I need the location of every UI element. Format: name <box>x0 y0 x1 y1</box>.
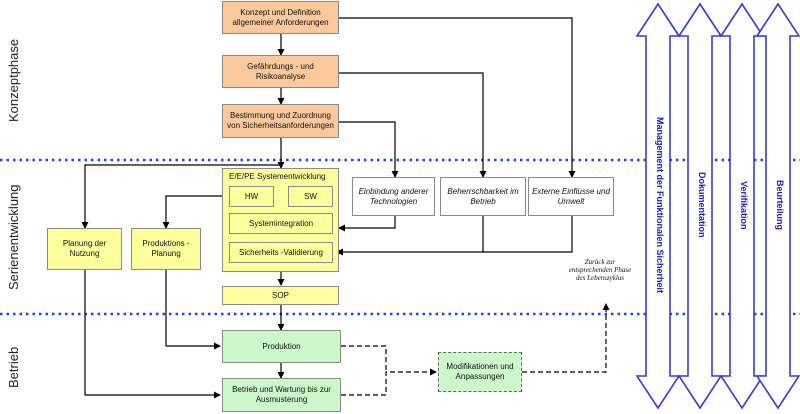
box-sicherheits-validierung: Sicherheits -Validierung <box>229 242 333 263</box>
connector-to-planung-nutzung <box>81 164 281 229</box>
connector-produktion-modifikationen <box>341 345 387 372</box>
connector-produktionsplanung-produktion <box>165 270 221 350</box>
box-modifikationen-anpassungen: Modifikationen und Anpassungen <box>438 352 522 392</box>
box-externe-einfluesse: Externe Einflüsse und Umwelt <box>528 177 614 216</box>
connector-nutzung-betrieb <box>84 270 221 399</box>
side-arrow-label-beurteilung: Beurteilung <box>775 179 785 230</box>
side-arrow-management <box>635 2 681 410</box>
box-bestimmung-sicherheitsanforderungen: Bestimmung und Zuordnung von Sicherheits… <box>222 104 339 138</box>
box-beherrschbarkeit: Beherrschbarkeit im Betrieb <box>440 177 526 216</box>
box-sop: SOP <box>222 286 339 305</box>
connector-hw-produktionsplanung <box>162 195 229 229</box>
box-konzept-definition: Konzept und Definition allgemeiner Anfor… <box>222 1 339 34</box>
phase-label-betrieb: Betrieb <box>6 346 21 389</box>
box-systemintegration: Systemintegration <box>229 213 333 234</box>
connector-bestimmung-einbindung <box>339 121 399 178</box>
connector-modifikationen-zurueck <box>522 303 610 373</box>
side-arrow-label-management: Management der Funktionalen Sicherheit <box>655 116 665 294</box>
phase-label-serie: Serienentwicklung <box>6 184 21 291</box>
box-gefaehrdung-risikoanalyse: Gefährdungs - und Risikoanalyse <box>222 55 339 88</box>
box-sw: SW <box>288 186 333 207</box>
connector-gefahr-beherrschbarkeit <box>339 72 487 178</box>
box-betrieb-wartung: Betrieb und Wartung bis zur Ausmusterung <box>222 378 341 412</box>
box-einbindung-technologien: Einbindung anderer Technologien <box>352 177 435 216</box>
connector-outer-validierung <box>338 216 396 232</box>
connector-outer-validierung-2 <box>482 216 573 253</box>
note-zurueck-lebenszyklus: Zurück zur entsprechenden Phase des Lebe… <box>568 258 632 282</box>
box-hw: HW <box>229 186 274 207</box>
side-arrow-label-dokumentation: Dokumentation <box>697 172 707 238</box>
phase-label-konzept: Konzeptphase <box>6 38 21 122</box>
side-arrow-beurteilung <box>755 2 800 410</box>
group-systementwicklung-label: E/E/PE Systementwicklung <box>229 172 326 181</box>
connector-betrieb-modifikationen <box>341 368 437 396</box>
box-planung-der-nutzung: Planung der Nutzung <box>47 228 122 270</box>
box-produktionsplanung: Produktions - Planung <box>131 228 201 270</box>
connector-konzept-externe <box>339 17 576 178</box>
box-produktion: Produktion <box>222 330 341 363</box>
side-arrow-label-verifikation: Verifikation <box>739 180 749 230</box>
side-arrow-dokumentation <box>677 2 723 410</box>
